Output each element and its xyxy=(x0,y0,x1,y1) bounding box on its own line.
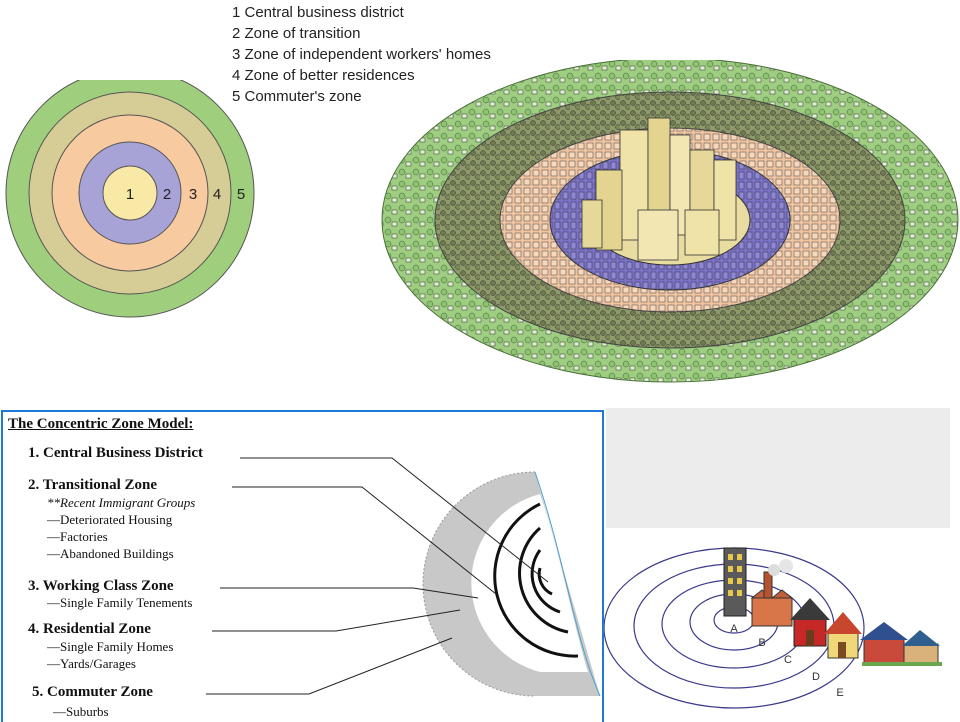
zone-2-detail-2: —Deteriorated Housing xyxy=(47,512,173,527)
zone-label-1: 1. Central Business District xyxy=(28,445,203,461)
yellow-house xyxy=(824,612,862,659)
zone-2-detail-4: —Abandoned Buildings xyxy=(47,546,174,561)
target-letter-e: E xyxy=(836,687,843,699)
target-letter-b: B xyxy=(758,637,765,649)
zone-4-detail-1: —Single Family Homes xyxy=(47,639,174,654)
panel-title: The Concentric Zone Model: xyxy=(8,416,194,432)
zone-label-4: 4. Residential Zone xyxy=(28,621,151,637)
ring-label-2: 2 xyxy=(163,186,171,203)
suburb-houses xyxy=(860,622,942,666)
ring-1 xyxy=(102,165,158,221)
legend-item-2: 2 Zone of transition xyxy=(232,25,361,42)
skyscrapers-group xyxy=(581,117,737,261)
zone-label-5: 5. Commuter Zone xyxy=(32,684,153,700)
red-house xyxy=(790,598,830,647)
zone-3-detail-1: —Single Family Tenements xyxy=(47,595,193,610)
concentric-rings-diagram: 1 2 3 4 5 xyxy=(5,80,255,318)
cbd-tower xyxy=(723,547,747,617)
target-letter-c: C xyxy=(784,654,792,666)
factory xyxy=(750,559,794,627)
zone-target-diagram: A B C D E xyxy=(604,547,942,709)
legend-item-4: 4 Zone of better residences xyxy=(232,67,415,84)
zone-legend: 1 Central business district 2 Zone of tr… xyxy=(232,2,491,107)
ring-label-1: 1 xyxy=(126,186,134,203)
legend-item-5: 5 Commuter's zone xyxy=(232,88,362,105)
half-ring-arcs xyxy=(493,502,579,658)
ring-label-4: 4 xyxy=(213,186,221,203)
zone-4-detail-2: —Yards/Garages xyxy=(47,656,136,671)
target-letter-a: A xyxy=(730,623,738,635)
ring-label-5: 5 xyxy=(237,186,245,203)
grey-placeholder xyxy=(606,408,950,528)
half-ring-diagram xyxy=(206,457,601,697)
zone-2-detail-1: **Recent Immigrant Groups xyxy=(47,495,196,510)
ring-label-3: 3 xyxy=(189,186,197,203)
legend-item-3: 3 Zone of independent workers' homes xyxy=(232,46,491,63)
target-letter-d: D xyxy=(812,671,820,683)
zone-label-2: 2. Transitional Zone xyxy=(28,477,158,493)
city-illustration xyxy=(381,60,959,383)
legend-item-1: 1 Central business district xyxy=(232,4,404,21)
zone-2-detail-3: —Factories xyxy=(47,529,108,544)
zone-5-detail-1: —Suburbs xyxy=(53,704,109,719)
zone-label-3: 3. Working Class Zone xyxy=(28,578,174,594)
leader-lines xyxy=(206,457,549,695)
